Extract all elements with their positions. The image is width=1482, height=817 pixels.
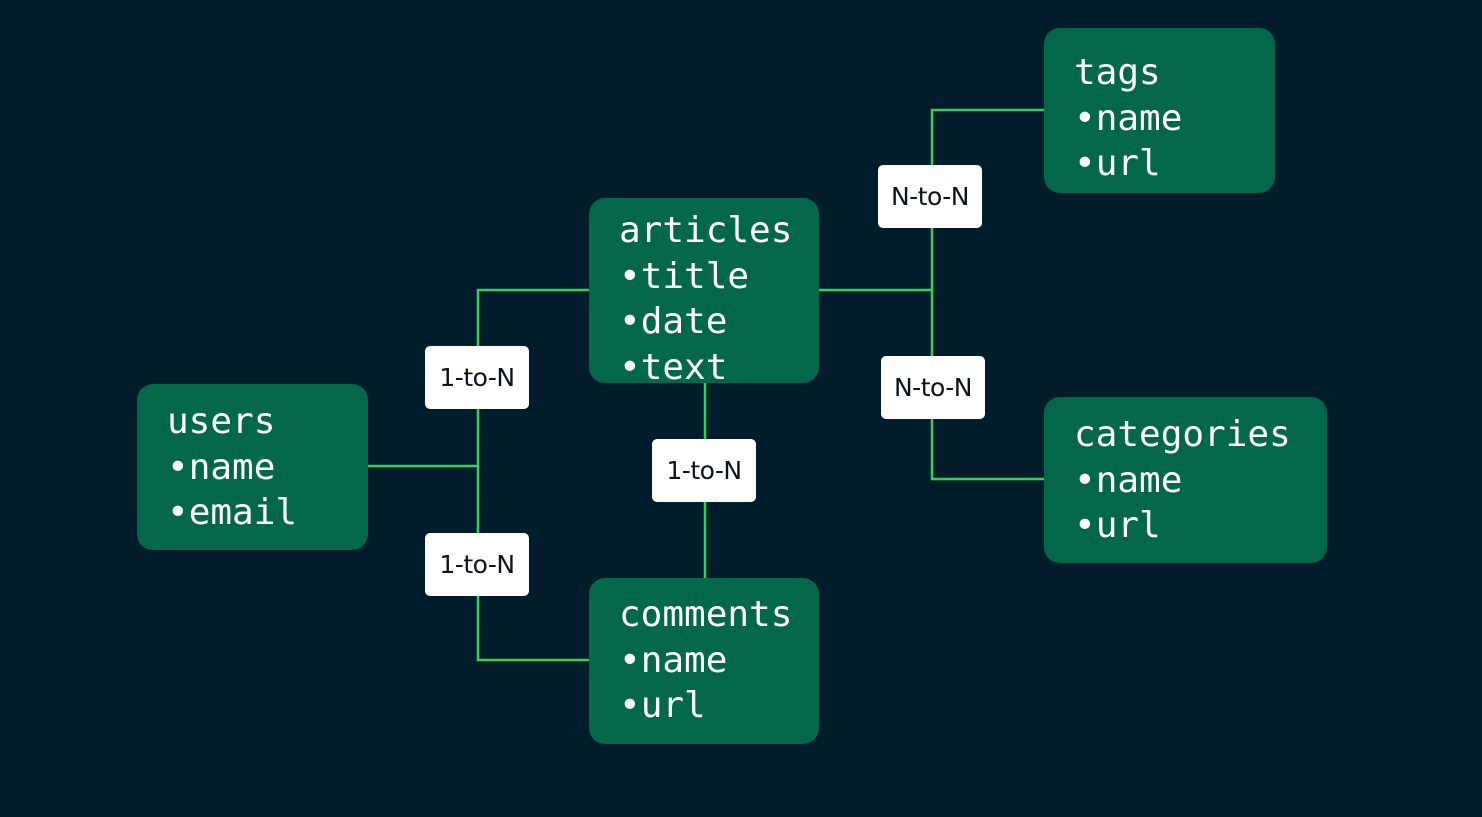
- entity-field: name: [619, 638, 805, 684]
- entity-field: name: [1074, 96, 1261, 142]
- entity-field: title: [619, 254, 805, 300]
- entity-users[interactable]: users name email: [137, 384, 368, 550]
- connector-users-comments: [476, 466, 590, 662]
- entity-field: url: [619, 683, 805, 729]
- entity-comments[interactable]: comments name url: [589, 578, 819, 744]
- relation-label-users-comments: 1-to-N: [425, 533, 529, 596]
- entity-title: articles: [619, 210, 793, 251]
- relation-label-articles-categories: N-to-N: [881, 356, 985, 419]
- entity-tags[interactable]: tags name url: [1044, 28, 1275, 193]
- entity-field: name: [167, 445, 354, 491]
- entity-field: date: [619, 299, 805, 345]
- entity-articles[interactable]: articles title date text: [589, 198, 819, 388]
- entity-title: users: [167, 401, 276, 442]
- entity-title: categories: [1074, 414, 1291, 455]
- connector-articles-categories: [930, 290, 1045, 481]
- entity-field: text: [619, 345, 805, 391]
- entity-title: comments: [619, 594, 793, 635]
- entity-field: email: [167, 490, 354, 536]
- relation-label-articles-tags: N-to-N: [878, 165, 982, 228]
- entity-title: tags: [1074, 52, 1161, 93]
- entity-categories[interactable]: categories name url: [1044, 397, 1327, 563]
- relation-label-users-articles: 1-to-N: [425, 346, 529, 409]
- entity-field: name: [1074, 458, 1313, 504]
- entity-field: url: [1074, 141, 1261, 187]
- entity-field: url: [1074, 503, 1313, 549]
- relation-label-articles-comments: 1-to-N: [652, 439, 756, 502]
